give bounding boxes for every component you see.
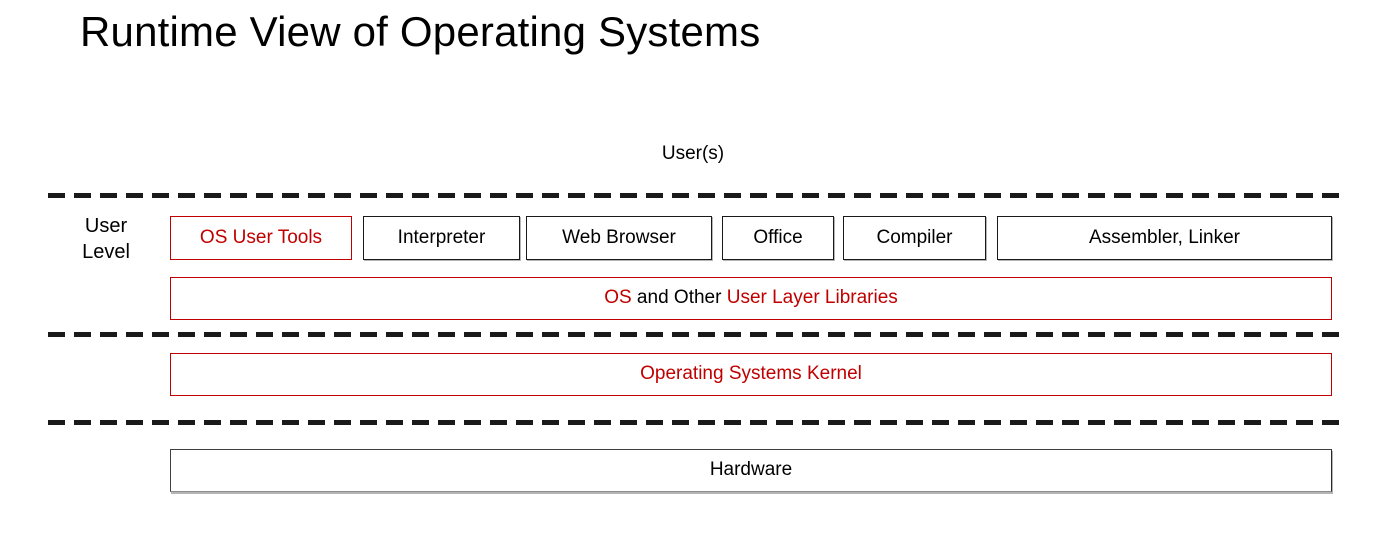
page-title: Runtime View of Operating Systems: [80, 8, 761, 55]
libraries-label-segment-andother: and Other: [631, 287, 727, 309]
libraries-label-segment-os: OS: [604, 287, 632, 309]
user-level-label-line1: User: [84, 215, 128, 237]
hardware-label: Hardware: [709, 459, 793, 481]
kernel-label: Operating Systems Kernel: [640, 363, 862, 385]
divider-user-boundary-top: [48, 193, 1346, 198]
box-compiler: Compiler: [843, 216, 986, 260]
users-caption: User(s): [0, 143, 1378, 165]
box-web-browser-label: Web Browser: [562, 226, 676, 248]
box-os-user-tools: OS User Tools: [170, 216, 352, 260]
box-operating-systems-kernel: Operating Systems Kernel: [170, 353, 1332, 396]
box-office-label: Office: [753, 226, 803, 248]
user-level-label: User Level: [60, 213, 152, 265]
box-compiler-label: Compiler: [876, 226, 953, 248]
box-assembler-linker: Assembler, Linker: [997, 216, 1332, 260]
libraries-label: OS and Other User Layer Libraries: [604, 287, 898, 309]
box-web-browser: Web Browser: [526, 216, 712, 260]
user-level-label-line2: Level: [82, 241, 130, 263]
box-user-layer-libraries: OS and Other User Layer Libraries: [170, 277, 1332, 320]
box-os-user-tools-label: OS User Tools: [199, 226, 323, 248]
box-office: Office: [722, 216, 834, 260]
box-assembler-linker-label: Assembler, Linker: [1088, 226, 1240, 248]
divider-user-kernel-boundary: [48, 332, 1346, 337]
box-interpreter-label: Interpreter: [397, 226, 486, 248]
divider-kernel-hardware-boundary: [48, 420, 1346, 425]
box-interpreter: Interpreter: [363, 216, 520, 260]
users-caption-label: User(s): [661, 143, 725, 164]
box-hardware: Hardware: [170, 449, 1332, 492]
libraries-label-segment-userlayer: User Layer Libraries: [726, 287, 898, 309]
